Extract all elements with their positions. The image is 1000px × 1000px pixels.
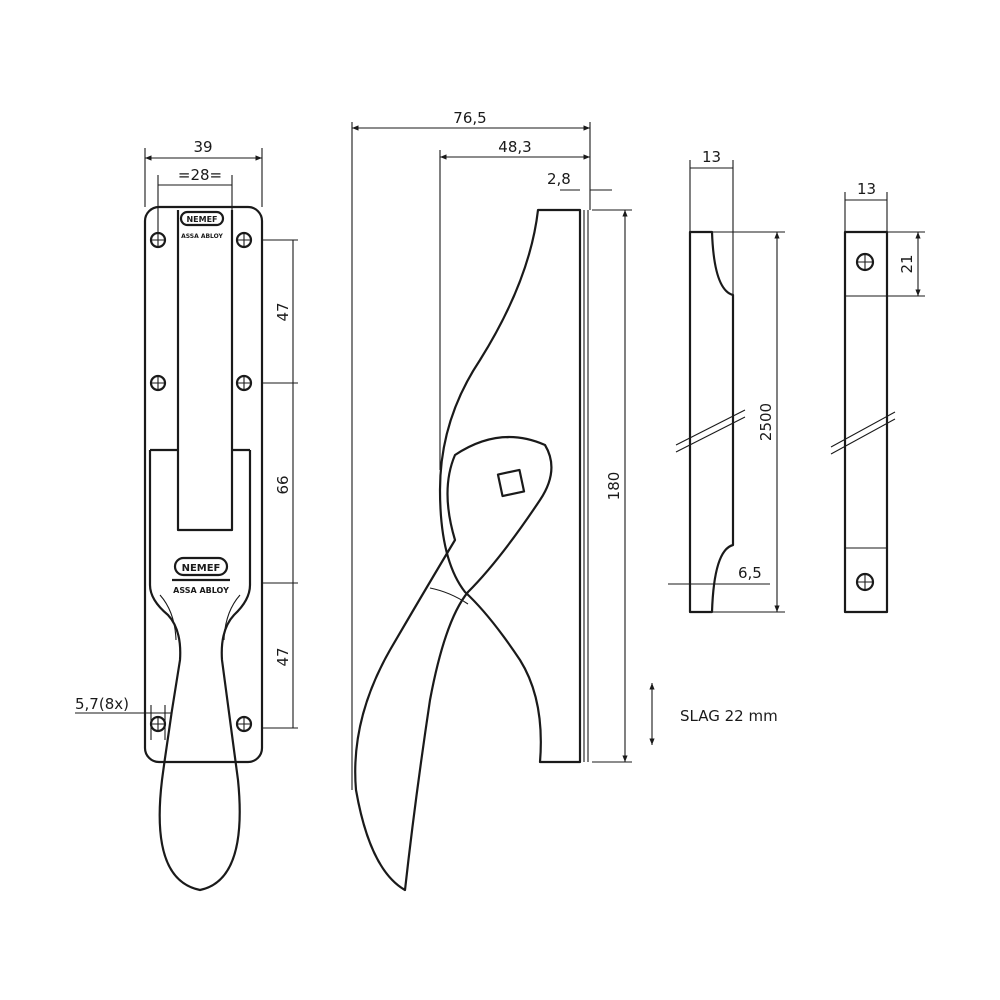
dim-overall-depth: 76,5 xyxy=(453,109,486,127)
rail-view: 13 2500 6,5 xyxy=(668,148,785,614)
dim-rail-length: 2500 xyxy=(757,403,775,441)
side-view: 76,5 48,3 2,8 180 SLAG 22 mm xyxy=(351,109,778,892)
dim-plate-width: 39 xyxy=(193,138,212,156)
screw-hole-icon xyxy=(855,572,875,592)
base-plate xyxy=(143,205,264,764)
screw-hole-icon xyxy=(149,231,167,249)
screw-hole-icon xyxy=(235,231,253,249)
screw-hole-icon xyxy=(235,374,253,392)
keeper xyxy=(843,230,889,614)
dim-pitch-bottom: 47 xyxy=(274,647,292,666)
handle xyxy=(148,584,252,892)
screw-hole-icon xyxy=(149,374,167,392)
stroke-note: SLAG 22 mm xyxy=(680,707,778,725)
housing xyxy=(148,448,252,585)
keeper-view: 13 21 xyxy=(830,180,925,614)
dim-pitch-middle: 66 xyxy=(274,475,292,494)
dim-handle-depth: 48,3 xyxy=(498,138,531,156)
dim-hole-spacing: =28= xyxy=(178,166,222,184)
logo-bottom: NEMEF ASSA ABLOY xyxy=(172,556,230,595)
svg-text:NEMEF: NEMEF xyxy=(182,563,221,574)
screw-holes xyxy=(149,231,253,733)
front-view: NEMEF ASSA ABLOY NEMEF ASSA ABLOY 39 =28… xyxy=(75,138,298,892)
svg-text:ASSA ABLOY: ASSA ABLOY xyxy=(173,586,229,595)
logo-top: NEMEF ASSA ABLOY xyxy=(179,210,225,240)
dim-keeper-width: 13 xyxy=(857,180,876,198)
channel xyxy=(176,210,234,532)
screw-hole-icon xyxy=(149,715,167,733)
dim-plate-thickness: 2,8 xyxy=(547,170,571,188)
lever-handle xyxy=(354,435,553,892)
screw-hole-icon xyxy=(855,252,875,272)
dim-height: 180 xyxy=(605,472,623,501)
dim-pitch-top: 47 xyxy=(274,302,292,321)
dim-rail-offset: 6,5 xyxy=(738,564,762,582)
rail xyxy=(688,230,735,614)
body-profile xyxy=(438,208,582,764)
dim-keeper-hole-offset: 21 xyxy=(898,254,916,273)
dim-hole-diameter: 5,7(8x) xyxy=(75,695,129,713)
dim-rail-width: 13 xyxy=(702,148,721,166)
svg-text:ASSA ABLOY: ASSA ABLOY xyxy=(181,233,223,240)
svg-text:NEMEF: NEMEF xyxy=(186,215,217,224)
screw-hole-icon xyxy=(235,715,253,733)
square-spindle-hole xyxy=(496,468,526,498)
handle-edge xyxy=(159,594,241,641)
